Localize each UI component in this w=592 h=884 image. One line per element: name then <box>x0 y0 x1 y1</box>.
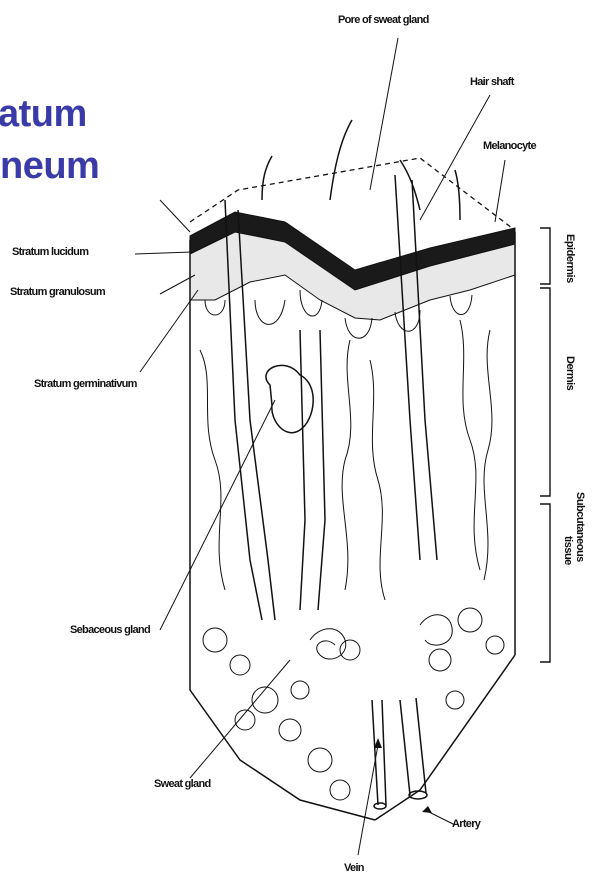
label-epidermis: Epidermis <box>564 234 576 283</box>
hair-follicle <box>395 175 420 560</box>
label-hair-shaft: Hair shaft <box>470 76 514 88</box>
vessel-line <box>484 330 492 580</box>
label-sebaceous-gland: Sebaceous gland <box>70 624 150 636</box>
hair-strand <box>262 156 272 200</box>
artery-vessel <box>400 700 410 795</box>
label-stratum-granulosum: Stratum granulosum <box>10 286 105 298</box>
dermis-bracket <box>540 288 550 496</box>
dermal-papilla <box>450 295 472 315</box>
artery-vessel <box>416 698 426 793</box>
vessel-line <box>370 360 385 600</box>
leader-stratum-lucidum <box>135 252 192 254</box>
arrowhead-artery <box>422 806 432 813</box>
vein-vessel <box>382 700 386 805</box>
epidermis-bracket <box>540 228 550 284</box>
label-subcutaneous: Subcutaneous <box>574 492 586 562</box>
vein-opening <box>374 803 386 809</box>
label-melanocyte: Melanocyte <box>483 140 536 152</box>
label-stratum-lucidum: Stratum lucidum <box>12 246 88 258</box>
label-artery: Artery <box>452 818 480 830</box>
leader-vein <box>358 745 378 855</box>
hair-follicle <box>300 330 305 610</box>
vessel-line <box>200 350 225 590</box>
hair-strand <box>455 170 460 220</box>
hair-strand <box>330 120 352 200</box>
dermal-papilla <box>345 318 372 338</box>
hair-follicle <box>318 330 325 610</box>
leader-melanocyte <box>495 160 505 222</box>
sweat-gland-coil <box>420 615 452 645</box>
label-tissue: tissue <box>562 536 574 565</box>
sweat-gland-coil <box>310 629 346 659</box>
label-sweat-gland: Sweat gland <box>154 778 210 790</box>
hair-strand <box>400 160 420 210</box>
block-bottom-edge <box>375 790 420 820</box>
block-bottom-right-edge <box>420 655 515 790</box>
vessel-line <box>342 340 351 590</box>
subcutaneous-bracket <box>540 504 550 662</box>
label-vein: Vein <box>344 862 364 874</box>
sebaceous-gland-shape <box>266 365 313 432</box>
vessel-line <box>460 320 480 570</box>
leader-stratum-corneum <box>160 200 190 232</box>
label-pore-of-sweat-gland: Pore of sweat gland <box>338 14 429 26</box>
dermal-papilla <box>395 310 420 331</box>
label-dermis: Dermis <box>564 356 576 390</box>
dermal-papilla <box>255 300 285 324</box>
leader-hair-shaft <box>420 95 490 220</box>
fat-cells <box>203 608 504 800</box>
leader-pore <box>370 38 398 190</box>
label-stratum-germinativum: Stratum germinativum <box>34 378 137 390</box>
dermal-papilla <box>205 300 225 315</box>
